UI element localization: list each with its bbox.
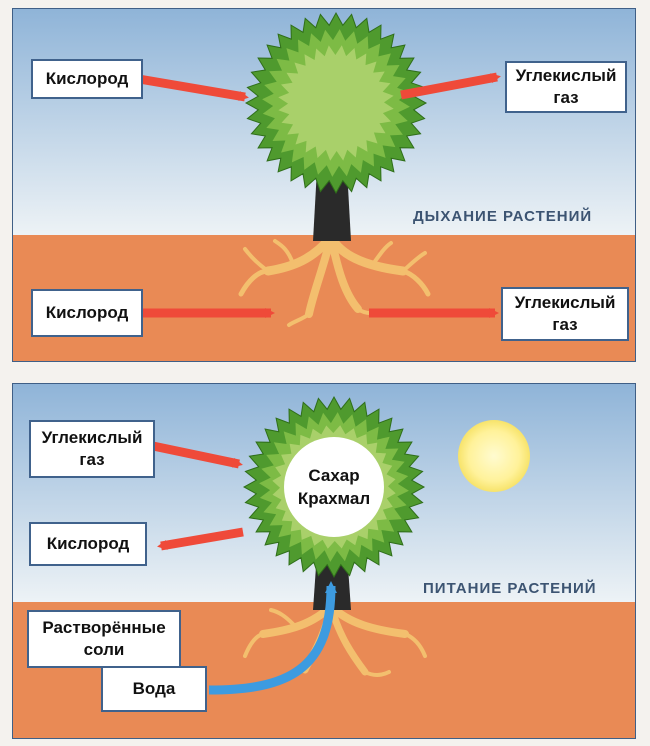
respiration-panel: Кислород Углекислый газ Кислород Углекис… xyxy=(12,8,636,362)
oxygen-label-roots: Кислород xyxy=(31,289,143,337)
water-label: Вода xyxy=(101,666,207,712)
sugar-label: Сахар xyxy=(308,466,360,485)
roots xyxy=(238,232,431,327)
arrow-oxygen-to-leaves xyxy=(138,74,249,102)
arrow-co2-to-leaves xyxy=(152,441,243,469)
oxygen-label: Кислород xyxy=(29,522,147,566)
starch-label: Крахмал xyxy=(297,489,371,508)
arrow-water-up xyxy=(208,581,337,695)
product-circle xyxy=(284,437,384,537)
arrow-co2-from-leaves xyxy=(400,72,501,100)
arrow-oxygen-from-leaves xyxy=(157,527,244,551)
co2-label-leaves: Углекислый газ xyxy=(505,61,627,113)
nutrition-illustration xyxy=(13,384,635,738)
co2-label: Углекислый газ xyxy=(29,420,155,478)
salts-label: Растворённые соли xyxy=(27,610,181,668)
co2-label-roots: Углекислый газ xyxy=(501,287,629,341)
nutrition-panel: Углекислый газ Кислород Растворённые сол… xyxy=(12,383,636,739)
nutrition-caption: ПИТАНИЕ РАСТЕНИЙ xyxy=(423,580,597,597)
crown-inner xyxy=(278,45,394,161)
product-labels: Сахар Крахмал xyxy=(284,464,384,510)
respiration-caption: ДЫХАНИЕ РАСТЕНИЙ xyxy=(413,208,593,225)
sun-icon xyxy=(458,420,530,492)
oxygen-label-leaves: Кислород xyxy=(31,59,143,99)
